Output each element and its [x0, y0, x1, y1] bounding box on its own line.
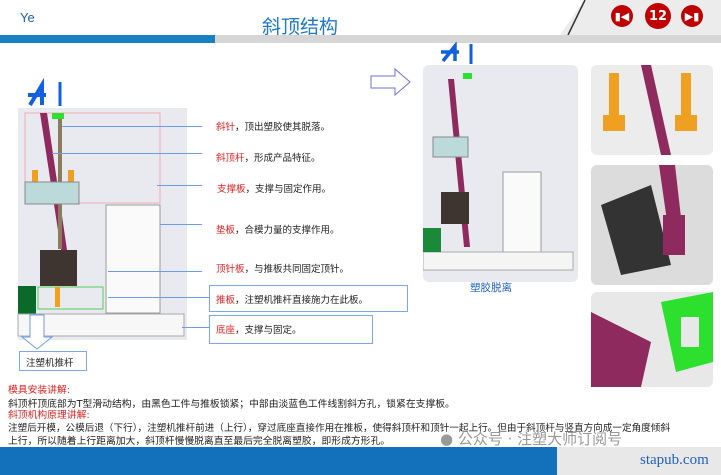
page-title: 斜顶结构	[262, 16, 339, 38]
prev-button[interactable]: ▮◀	[611, 5, 633, 27]
leader-line	[182, 327, 210, 328]
skip-next-icon: ▶▮	[684, 9, 700, 23]
callout-spacer-plate: 垫板，合模力量的支撑作用。	[216, 225, 340, 236]
principle-description-2: 上行，所以随着上行距离加大，斜顶杆慢慢脱离直至最后完全脱离塑胶，即形成方形孔。	[8, 436, 391, 447]
skip-previous-icon: ▮◀	[614, 9, 630, 23]
section-heading-install: 模具安装讲解:	[8, 385, 71, 396]
leader-line	[108, 271, 202, 272]
arrow-right-icon	[370, 68, 411, 96]
next-button[interactable]: ▶▮	[681, 5, 703, 27]
detail-image-lifter	[591, 165, 713, 285]
release-diagram	[423, 42, 578, 282]
wechat-icon: ●	[440, 430, 454, 448]
watermark: ● 公众号 · 注塑大师订阅号	[440, 430, 623, 448]
install-description: 斜顶杆顶底部为T型滑动结构，由黑色工件与推板锁紧；中部由淡蓝色工件线割斜方孔，锁…	[8, 399, 455, 410]
section-heading-principle: 斜顶机构原理讲解:	[8, 410, 90, 421]
callout-angled-pin: 斜针，顶出塑胶使其脱落。	[216, 122, 331, 133]
logo: Ye	[20, 10, 35, 25]
site-watermark: stapub.com	[640, 452, 709, 468]
header-bar	[0, 35, 215, 43]
callout-lifter-rod: 斜顶杆，形成产品特征。	[216, 153, 321, 164]
principle-description-1: 注塑后开模，公模后退（下行），注塑机推杆前进（上行），穿过底座直接作用在推板，使…	[8, 423, 670, 434]
leader-line	[160, 224, 202, 225]
header-bar-grey	[215, 35, 721, 43]
leader-line	[62, 126, 202, 127]
leader-line	[157, 185, 202, 186]
callout-support-plate: 支撑板，支撑与固定作用。	[217, 184, 332, 195]
divider-line	[567, 0, 586, 36]
callout-push-plate: 推板，注塑机推杆直接施力在此板。	[209, 285, 408, 312]
release-caption: 塑胶脱离	[470, 282, 512, 294]
callout-ejector-plate: 顶针板，与推板共同固定顶针。	[216, 264, 350, 275]
leader-line	[52, 153, 202, 154]
page-number[interactable]: 12	[645, 3, 671, 29]
leader-line	[108, 297, 210, 298]
detail-image-green-block	[591, 292, 713, 387]
push-rod-label: 注塑机推杆	[19, 351, 87, 371]
detail-image-pins	[591, 65, 713, 155]
footer-bar	[0, 447, 557, 475]
callout-base: 底座，支撑与固定。	[209, 315, 373, 344]
mold-diagram	[17, 77, 187, 350]
footer-grey	[557, 447, 721, 475]
